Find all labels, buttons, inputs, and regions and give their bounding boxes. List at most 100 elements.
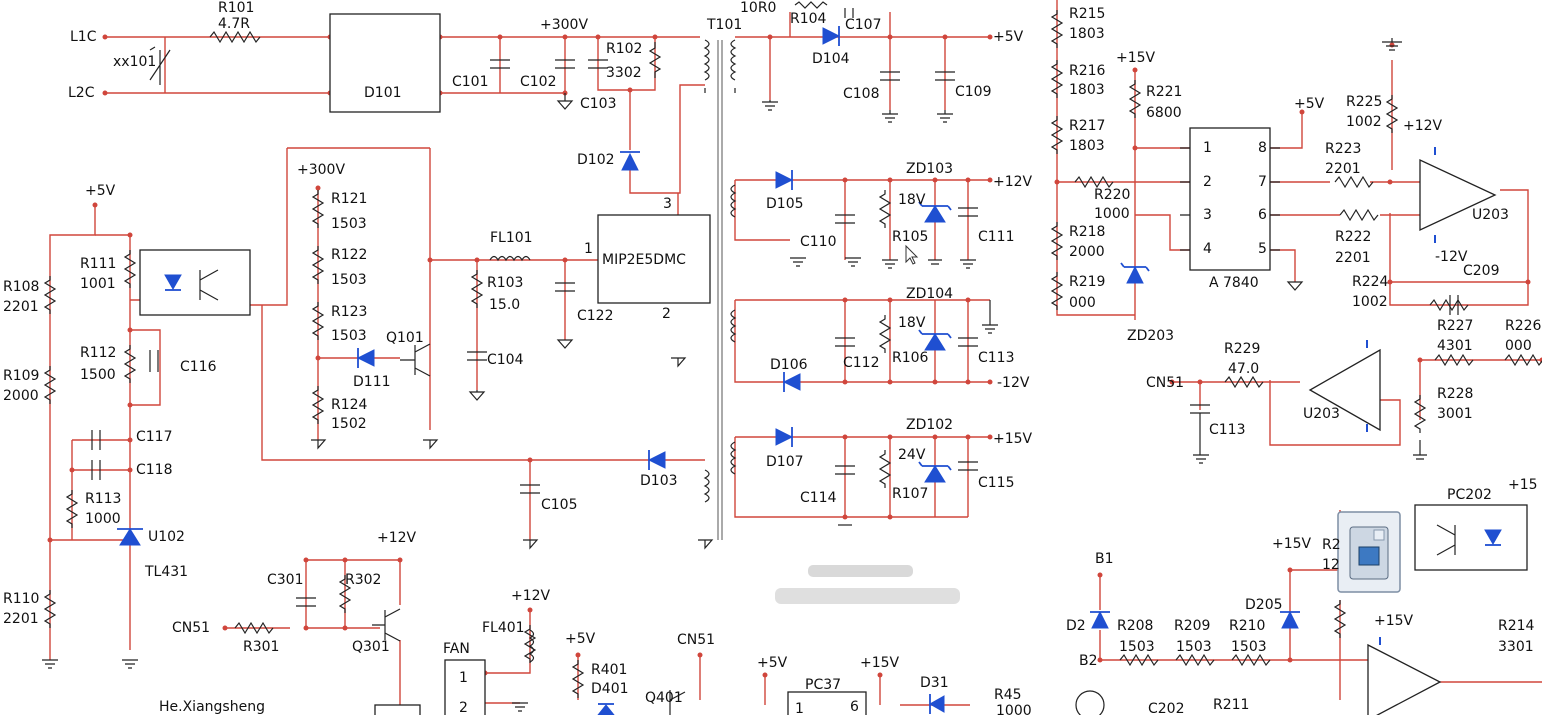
label-u102: U102 bbox=[148, 529, 185, 545]
label-r229: R229 bbox=[1224, 341, 1260, 357]
label-r301: R301 bbox=[243, 639, 279, 655]
label-c122: C122 bbox=[577, 308, 614, 324]
label-r102: R102 bbox=[606, 41, 642, 57]
label-r209v: 1503 bbox=[1176, 639, 1212, 655]
label-v24: 24V bbox=[898, 447, 926, 463]
label-r222: R222 bbox=[1335, 229, 1371, 245]
label-r219v: 000 bbox=[1069, 295, 1096, 311]
label-p15v1: +15V bbox=[993, 431, 1033, 447]
label-r228: R228 bbox=[1437, 386, 1473, 402]
label-c209: C209 bbox=[1463, 263, 1500, 279]
capacitors bbox=[91, 8, 1459, 607]
label-pc37p1: 1 bbox=[795, 701, 804, 715]
label-zd104: ZD104 bbox=[906, 286, 953, 302]
label-r302: R302 bbox=[345, 572, 381, 588]
label-c110: C110 bbox=[800, 234, 837, 250]
label-p5v3: +5V bbox=[565, 631, 596, 647]
label-d107: D107 bbox=[766, 454, 804, 470]
label-ap7: 7 bbox=[1258, 174, 1267, 190]
label-ap8: 8 bbox=[1258, 140, 1267, 156]
ground-symbols bbox=[42, 38, 1427, 712]
label-b2: B2 bbox=[1079, 653, 1098, 669]
label-d205: D205 bbox=[1245, 597, 1283, 613]
label-r10r0: 10R0 bbox=[740, 0, 776, 16]
label-r223: R223 bbox=[1325, 141, 1361, 157]
label-l2c: L2C bbox=[68, 85, 95, 101]
label-zd102: ZD102 bbox=[906, 417, 953, 433]
label-m12v: -12V bbox=[997, 375, 1030, 391]
label-r228v: 3001 bbox=[1437, 406, 1473, 422]
label-p15v3: +15V bbox=[1116, 50, 1156, 66]
label-r221v: 6800 bbox=[1146, 105, 1182, 121]
label-pc37p6: 6 bbox=[850, 699, 859, 715]
label-r401: R401 bbox=[591, 662, 627, 678]
label-r124: R124 bbox=[331, 397, 368, 413]
label-v18a: 18V bbox=[898, 192, 926, 208]
label-d102: D102 bbox=[577, 152, 615, 168]
label-zd103: ZD103 bbox=[906, 161, 953, 177]
label-fan1: 1 bbox=[459, 670, 468, 686]
label-c103: C103 bbox=[580, 96, 617, 112]
label-c116: C116 bbox=[180, 359, 217, 375]
label-d106: D106 bbox=[770, 357, 808, 373]
label-p15v6: +15V bbox=[1374, 613, 1414, 629]
label-b1: B1 bbox=[1095, 551, 1114, 567]
window-thumbnail-icon[interactable] bbox=[1337, 511, 1401, 593]
label-r216v: 1803 bbox=[1069, 82, 1105, 98]
ic-boxes bbox=[139, 13, 1528, 715]
label-r103: R103 bbox=[487, 275, 523, 291]
label-d401: D401 bbox=[591, 681, 629, 697]
label-r108: R108 bbox=[3, 279, 39, 295]
label-r106: R106 bbox=[892, 350, 929, 366]
label-p300a: +300V bbox=[540, 17, 588, 33]
label-r45: R45 bbox=[994, 687, 1022, 703]
label-xx101: xx101 bbox=[113, 54, 156, 70]
label-d31: D31 bbox=[920, 675, 949, 691]
label-pin2: 2 bbox=[662, 306, 671, 322]
inductors bbox=[149, 46, 535, 663]
label-ap3: 3 bbox=[1203, 207, 1212, 223]
label-r2xv: 12 bbox=[1322, 557, 1340, 573]
label-r208v: 1503 bbox=[1119, 639, 1155, 655]
label-r109v: 2000 bbox=[3, 388, 39, 404]
wires-right bbox=[1056, 0, 1542, 700]
label-fan2: 2 bbox=[459, 700, 468, 715]
label-c108: C108 bbox=[843, 86, 880, 102]
label-p12v1: +12V bbox=[993, 174, 1033, 190]
label-r103v: 15.0 bbox=[489, 297, 520, 313]
label-cn51c: CN51 bbox=[1146, 375, 1184, 391]
label-ap1: 1 bbox=[1203, 140, 1212, 156]
label-ap5: 5 bbox=[1258, 241, 1267, 257]
transformer-t101 bbox=[703, 39, 737, 540]
label-c112: C112 bbox=[843, 355, 880, 371]
label-p12v4: +12V bbox=[1403, 118, 1443, 134]
label-hex: He.Xiangsheng bbox=[159, 699, 265, 715]
label-p15v4: +15 bbox=[1508, 477, 1538, 493]
label-fl401: FL401 bbox=[482, 620, 525, 636]
watermark-blur bbox=[775, 565, 960, 604]
label-p5v2: +5V bbox=[85, 183, 116, 199]
label-cn51a: CN51 bbox=[172, 620, 210, 636]
label-r226: R226 bbox=[1505, 318, 1542, 334]
label-r225: R225 bbox=[1346, 94, 1382, 110]
label-c202: C202 bbox=[1148, 701, 1185, 715]
label-r45v: 1000 bbox=[996, 703, 1032, 715]
label-r215: R215 bbox=[1069, 6, 1105, 22]
label-d111: D111 bbox=[353, 374, 391, 390]
mouse-cursor-icon bbox=[905, 244, 919, 265]
label-c111: C111 bbox=[978, 229, 1015, 245]
resistors bbox=[43, 1, 1542, 698]
label-r112: R112 bbox=[80, 345, 116, 361]
label-p12v2: +12V bbox=[377, 530, 417, 546]
label-d2: D2 bbox=[1066, 618, 1086, 634]
label-u203a: U203 bbox=[1472, 207, 1509, 223]
label-l1c: L1C bbox=[70, 29, 97, 45]
label-t101: T101 bbox=[706, 17, 742, 33]
label-r219: R219 bbox=[1069, 274, 1105, 290]
label-r218v: 2000 bbox=[1069, 244, 1105, 260]
label-c104: C104 bbox=[487, 352, 524, 368]
label-r217v: 1803 bbox=[1069, 138, 1105, 154]
label-r227v: 4301 bbox=[1437, 338, 1473, 354]
